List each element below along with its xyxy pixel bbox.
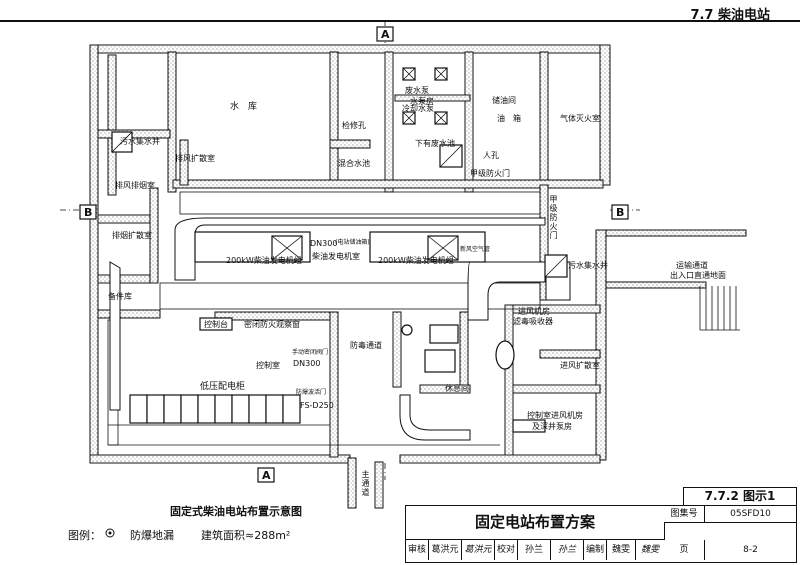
label-decon-passage: 防毒通道 [350,341,382,350]
transport-stair [605,229,747,331]
section-marker-bottom: A [262,469,271,482]
label-gen-left: 200kW柴油发电机组 [226,256,302,265]
label-control-room: 控制室 [256,361,280,370]
section-marker-left: B [84,206,93,219]
label-control-intake: 控制室进风机房 [527,411,583,420]
label-intake-expansion: 进风扩散室 [560,361,600,370]
label-filter-room: 滤毒吸收器 [513,317,553,326]
section-marker-top: A [381,28,390,41]
label-inspection-hole: 检修孔 [342,121,366,130]
label-generator-room: 柴油发电机室 [312,252,360,261]
label-sewage-well: 污水集水井 [120,137,160,146]
label-exhaust-smoke: 排风排烟室 [115,181,155,190]
label-spare-parts: 备件库 [108,292,132,301]
section-title: 7.7 柴油电站 [690,8,770,23]
label-mix-pool: 混合水池 [338,159,370,168]
legend: 图例： 防爆地漏 建筑面积≈288m² [68,527,290,543]
label-well-pump: 及深井泵房 [532,422,572,431]
outer-walls [89,44,611,464]
label-manual-valve: 手动密闭阀门 [292,349,329,356]
label-gas-fire: 气体灭火室 [560,114,600,123]
figure-number: 7.7.2 图示1 [683,487,797,506]
label-blast-door-b: 甲级防火门 [549,195,558,240]
check-label: 校对 [495,540,518,560]
legend-symbol-label: 防爆地漏 [130,529,174,542]
corridor-lines [107,191,541,446]
drawing-caption: 固定式柴油电站布置示意图 [170,505,302,518]
label-manhole: 人孔 [483,151,499,160]
page-label: 页 [664,540,705,560]
label-dn300: DN300 [310,239,338,248]
label-pump-room: 水泵房 [410,97,434,106]
main-passage [347,457,384,509]
title-block-title: 固定电站布置方案 [406,506,665,540]
label-transport-exit: 出入口直通地面 [670,271,726,280]
fixtures [199,317,546,433]
page-number: 8-2 [705,540,796,560]
checker-signature: 孙兰 [551,540,584,560]
label-gen-right: 200kW柴油发电机组 [378,256,454,265]
header-rule [0,20,800,22]
label-sewage-pump: 废水泵 [405,86,429,95]
label-exhaust-expansion: 排风扩散室 [175,154,215,163]
label-water-tank: 水 库 [230,102,258,112]
label-cooling-pump: 冷却水泵 [402,104,434,113]
review-label: 审核 [406,540,429,560]
atlas-number: 05SFD10 [705,506,796,523]
section-marker-right: B [616,206,625,219]
pump-symbols [111,67,568,278]
label-fs-d250: FS-D250 [300,401,334,410]
label-rest-room: 休息间 [445,384,469,393]
designer-name: 魏雯 [607,540,636,560]
section-marker-boxes [79,26,629,483]
legend-prefix: 图例： [68,529,101,542]
label-blast-door-a: 甲级防火门 [470,169,510,178]
title-block: 固定电站布置方案 图集号 05SFD10 审核 葛洪元 葛洪元 校对 孙兰 孙兰… [405,505,797,563]
label-main-passage: 主通道 [361,470,370,497]
label-fs: 防爆波活门 [296,389,327,396]
label-dn300-b: DN300 [293,359,321,368]
atlas-label: 图集号 [664,506,705,523]
label-fire-window: 密闭防火观察窗 [244,320,300,329]
checker-name: 孙兰 [518,540,551,560]
label-smoke-expansion: 排烟扩散室 [112,231,152,240]
lv-cabinets [129,394,301,424]
label-intake-room: 进风机房 [518,307,550,316]
label-oil-tank: 油 箱 [497,114,521,123]
generators [194,231,486,263]
label-transport-passage: 运输通道 [676,261,708,270]
reviewer-name: 葛洪元 [429,540,462,560]
label-waste-pool: 下有废水池 [415,139,455,148]
reviewer-signature: 葛洪元 [462,540,495,560]
design-label: 编制 [584,540,607,560]
label-oil-storage: 储油间 [492,96,516,105]
label-low-voltage: 低压配电柜 [200,382,246,392]
legend-area: 建筑面积≈288m² [201,529,291,542]
label-control-panel: 控制台 [204,320,228,329]
label-air-intake: 新风空气管 [460,246,491,253]
label-sewage-well-right: 污水集水井 [568,261,608,270]
designer-signature: 魏雯 [636,540,665,560]
label-dn300-note: (电站储油箱) [335,239,370,246]
